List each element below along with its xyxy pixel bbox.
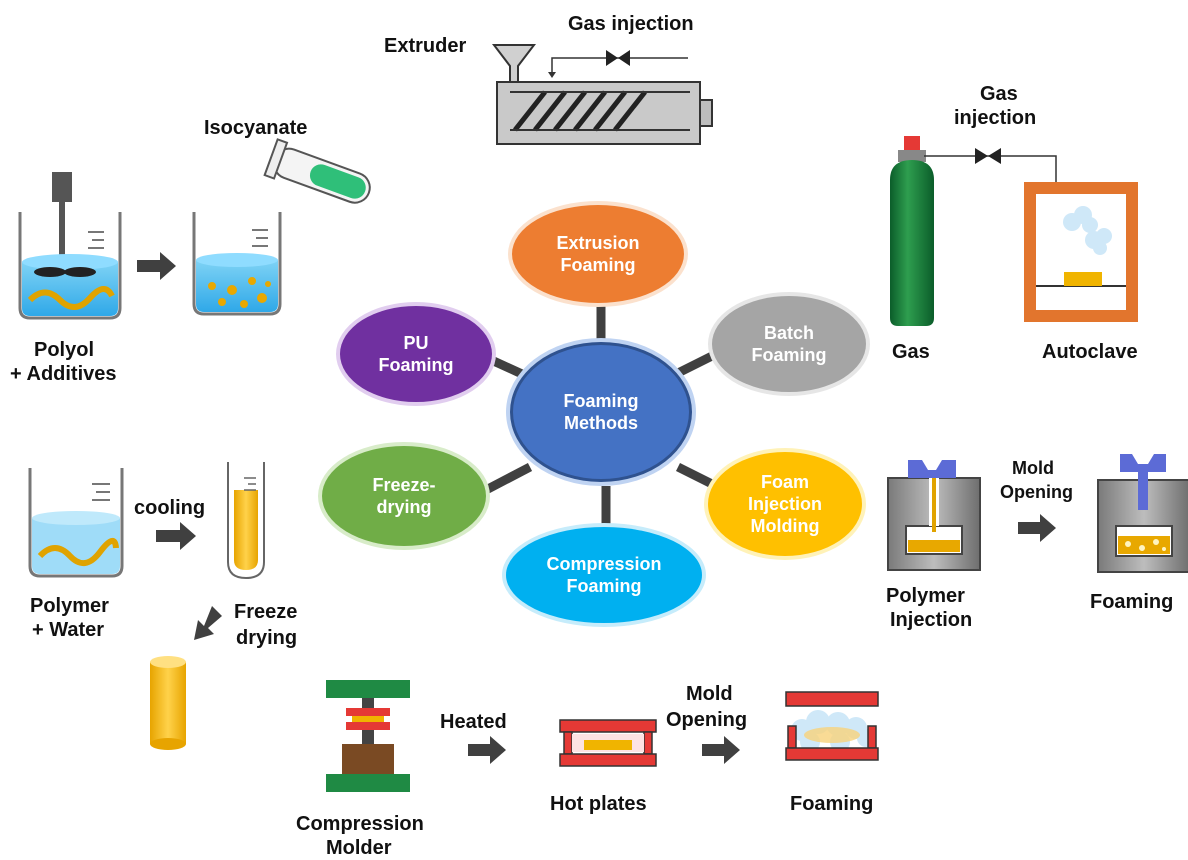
injection-label-3: Molding — [750, 516, 820, 536]
label-gas: Gas — [892, 341, 930, 363]
label-foaming-injection: Foaming — [1090, 591, 1174, 613]
injection-label-2: Injection — [747, 494, 822, 514]
arrow-mold-opening-compression — [702, 736, 740, 764]
gas-cylinder — [890, 136, 1057, 326]
freeze-label-1: Freeze- — [372, 475, 436, 495]
label-polymer-injection-1: Polymer — [886, 585, 965, 607]
label-polyol-1: Polyol — [34, 339, 95, 361]
pu-label-1: PU — [403, 333, 429, 353]
label-mold-opening-compression-2: Opening — [666, 709, 748, 731]
label-compression-molder-1: Compression — [296, 813, 424, 835]
center-label-1: Foaming — [563, 391, 639, 411]
arrow-mold-opening — [1018, 514, 1056, 542]
label-freeze-drying-1: Freeze — [234, 601, 298, 623]
label-mold-opening-injection-2: Opening — [1000, 482, 1073, 502]
compression-label-1: Compression — [546, 554, 662, 574]
center-label-2: Methods — [564, 413, 638, 433]
label-polymer-water-1: Polymer — [30, 595, 109, 617]
extrusion-label-2: Foaming — [560, 255, 636, 275]
label-autoclave: Autoclave — [1042, 341, 1138, 363]
freeze-label-2: drying — [376, 497, 432, 517]
injection-mold-after — [1097, 454, 1188, 573]
label-polymer-injection-2: Injection — [890, 609, 973, 631]
label-gas-injection-extrusion: Gas injection — [568, 13, 694, 35]
freeze-dried-cylinder — [150, 656, 186, 750]
label-mold-opening-compression-1: Mold — [686, 683, 733, 705]
label-cooling: cooling — [134, 497, 206, 519]
label-hot-plates: Hot plates — [550, 793, 647, 815]
freeze-beaker — [28, 468, 124, 578]
label-extruder: Extruder — [384, 35, 467, 57]
label-gas-injection-batch-1: Gas — [980, 83, 1018, 105]
autoclave — [1024, 182, 1138, 322]
hot-plates — [559, 719, 657, 767]
batch-label-1: Batch — [763, 323, 814, 343]
pu-beaker-with-stirrer — [18, 172, 122, 320]
compression-molder — [326, 680, 410, 792]
isocyanate-tube — [263, 138, 371, 204]
node-freeze-drying: Freeze-drying — [322, 446, 486, 546]
label-isocyanate: Isocyanate — [204, 117, 308, 139]
arrow-cooling — [156, 522, 196, 550]
compression-foamed-mold — [785, 691, 879, 761]
label-mold-opening-injection-1: Mold — [1012, 458, 1054, 478]
label-foaming-compression: Foaming — [790, 793, 874, 815]
label-polyol-2: + Additives — [10, 363, 117, 385]
label-compression-molder-2: Molder — [326, 837, 392, 859]
connectors — [483, 303, 715, 527]
pu-label-2: Foaming — [378, 355, 454, 375]
label-heated: Heated — [440, 711, 507, 733]
injection-mold-before — [887, 460, 981, 571]
label-polymer-water-2: + Water — [32, 619, 105, 641]
pu-beaker-mixed — [192, 212, 282, 316]
freeze-tube — [227, 462, 265, 580]
arrow-heated — [468, 736, 506, 764]
arrow-pu — [137, 252, 176, 280]
extrusion-label-1: Extrusion — [556, 233, 640, 253]
batch-label-2: Foaming — [751, 345, 827, 365]
compression-label-2: Foaming — [566, 576, 642, 596]
label-freeze-drying-2: drying — [236, 627, 298, 649]
extruder-illustration — [491, 44, 713, 145]
arrow-freeze-drying — [194, 606, 222, 640]
label-gas-injection-batch-2: injection — [954, 107, 1037, 129]
injection-label-1: Foam — [760, 472, 809, 492]
